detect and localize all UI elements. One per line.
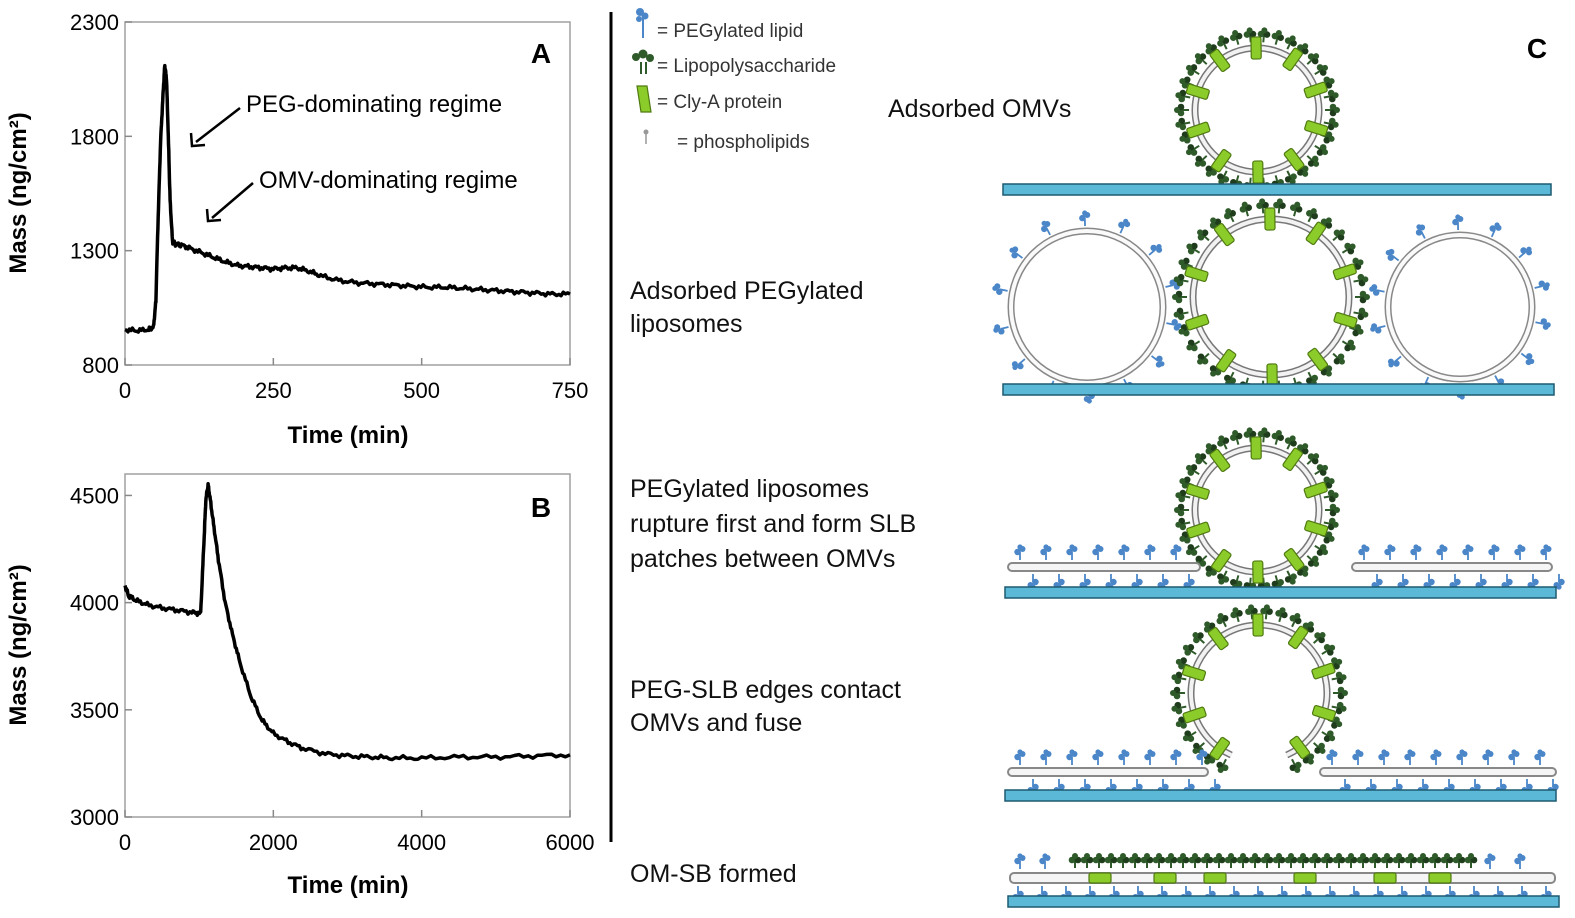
peg-lipid-legend-icon (636, 8, 649, 38)
panel-a-plot-frame (124, 21, 571, 366)
step-3-substrate (1004, 586, 1557, 599)
panel-b-y-tick-label: 3000 (70, 805, 119, 830)
step-5-om-sb (1009, 853, 1556, 902)
panel-b-x-tick-label: 0 (119, 830, 131, 855)
panel-b-series-line (123, 481, 571, 762)
legend: = PEGylated lipid = Lipopolysaccharide =… (632, 8, 836, 153)
phospholipid-legend-icon (643, 129, 649, 144)
panel-c-schematics (992, 27, 1565, 908)
panel-b-x-axis-label: Time (min) (288, 872, 409, 899)
panel-a-series-line (124, 63, 571, 334)
panel-b-x-tick-label: 6000 (546, 830, 595, 855)
step-3-slb-right (1351, 544, 1565, 590)
legend-clya: = Cly-A protein (657, 92, 782, 113)
panel-b-label: B (531, 492, 551, 523)
step-1-label: Adsorbed OMVs (888, 95, 1071, 123)
legend-peg-lipid: = PEGylated lipid (657, 21, 803, 42)
step-2-label-line-2: liposomes (630, 310, 743, 338)
step-2-omv (1172, 198, 1370, 396)
panel-a-arrow-peg (189, 107, 241, 148)
panel-a-x-tick-label: 0 (119, 378, 131, 403)
panel-b-y-tick-label: 4000 (70, 591, 119, 616)
step-4-label-line-2: OMVs and fuse (630, 709, 802, 737)
panel-a-annotation-peg: PEG-dominating regime (246, 91, 502, 118)
legend-lps: = Lipopolysaccharide (657, 56, 836, 77)
step-1-substrate (1002, 183, 1552, 196)
panel-a-y-tick-label: 1300 (70, 239, 119, 264)
clya-legend-icon (636, 85, 652, 113)
panel-a-chart: A PEG-dominating regime OMV-dominating r… (5, 10, 588, 449)
step-5-substrate (1007, 895, 1560, 908)
panel-b-y-tick-label: 3500 (70, 698, 119, 723)
panel-a-x-tick-label: 500 (403, 378, 440, 403)
panel-a-arrow-omv (205, 182, 254, 223)
step-4-slb-left (1007, 749, 1221, 795)
step-4-label-line-1: PEG-SLB edges contact (630, 676, 901, 704)
panel-a-label: A (531, 38, 551, 69)
step-3-slb-left (1007, 544, 1201, 590)
panel-a-y-tick-label: 2300 (70, 10, 119, 35)
legend-phospholipids: = phospholipids (677, 132, 810, 153)
panel-b-plot-frame (124, 473, 571, 818)
panel-b-y-axis-label: Mass (ng/cm²) (5, 564, 32, 725)
step-4-substrate (1004, 789, 1557, 802)
step-1-omv (1174, 27, 1340, 193)
panel-a-x-tick-label: 750 (552, 378, 589, 403)
panel-b-y-tick-label: 4500 (70, 483, 119, 508)
step-5-label: OM-SB formed (630, 860, 797, 888)
panel-a-y-tick-label: 1800 (70, 124, 119, 149)
step-3-omv (1174, 427, 1340, 593)
step-3-label-line-3: patches between OMVs (630, 545, 895, 573)
step-2-substrate (1002, 383, 1555, 396)
step-4-slb-right (1319, 749, 1559, 795)
step-2-liposome-right (1369, 214, 1551, 400)
panel-a-x-tick-label: 250 (255, 378, 292, 403)
panel-a-annotation-omv: OMV-dominating regime (259, 167, 518, 194)
panel-a-y-axis-label: Mass (ng/cm²) (5, 112, 32, 273)
panel-c-label: C (1527, 33, 1547, 64)
step-2-liposome-left (992, 210, 1182, 404)
step-4-omv-fusing (1170, 604, 1348, 773)
step-3-label-line-1: PEGylated liposomes (630, 475, 869, 503)
panel-a-y-tick-label: 800 (82, 353, 119, 378)
panel-b-chart: B 3000 3500 4000 4500 0 2000 4000 6000 Time (mi… (5, 473, 595, 899)
panel-b-x-tick-label: 4000 (397, 830, 446, 855)
panel-c-step-labels: Adsorbed OMVs Adsorbed PEGylated liposom… (630, 95, 1071, 888)
step-3-label-line-2: rupture first and form SLB (630, 510, 916, 538)
panel-b-x-tick-label: 2000 (249, 830, 298, 855)
step-2-label-line-1: Adsorbed PEGylated (630, 277, 863, 305)
panel-a-x-axis-label: Time (min) (288, 422, 409, 449)
lps-legend-icon (632, 49, 654, 74)
